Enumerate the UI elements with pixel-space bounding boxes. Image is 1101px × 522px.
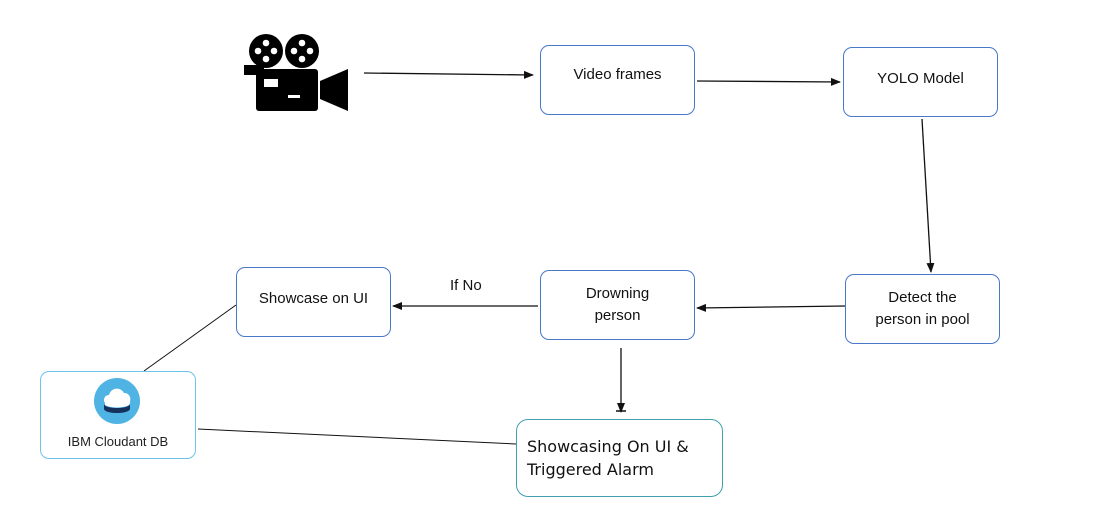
- drowning-label-line2: person: [594, 307, 641, 324]
- showcase-ui-node: Showcase on UI: [236, 267, 391, 337]
- cloud-database-icon: [94, 378, 140, 424]
- drowning-person-node: Drowning person: [540, 270, 695, 340]
- showcase-ui-label: Showcase on UI: [258, 290, 369, 307]
- yolo-model-node: YOLO Model: [843, 47, 998, 117]
- showcasing-alarm-node: Showcasing On UI & Triggered Alarm: [516, 419, 723, 497]
- alarm-label-line2: Triggered Alarm: [527, 460, 654, 479]
- cloudant-db-label: IBM Cloudant DB: [67, 434, 169, 449]
- detect-person-node: Detect the person in pool: [845, 274, 1000, 344]
- detect-label-line2: person in pool: [875, 311, 970, 328]
- video-frames-node: Video frames: [540, 45, 695, 115]
- video-frames-label: Video frames: [573, 66, 662, 83]
- detect-label-line1: Detect the: [888, 289, 957, 307]
- cloudant-db-node: IBM Cloudant DB: [40, 371, 196, 459]
- arrow-yolo-to-detect: [921, 118, 935, 273]
- line-cloudant-to-alarm: [197, 428, 517, 445]
- arrow-video-to-yolo: [696, 77, 841, 86]
- alarm-label-line1: Showcasing On UI &: [527, 436, 689, 456]
- yolo-model-label: YOLO Model: [877, 70, 964, 87]
- drowning-label-line1: Drowning: [585, 285, 650, 303]
- line-showcase-to-cloudant: [143, 304, 237, 372]
- arrow-detect-to-drowning: [696, 303, 846, 312]
- arrow-camera-to-video: [363, 70, 534, 79]
- video-camera-icon: [244, 34, 348, 111]
- if-no-edge-label: If No: [450, 277, 482, 294]
